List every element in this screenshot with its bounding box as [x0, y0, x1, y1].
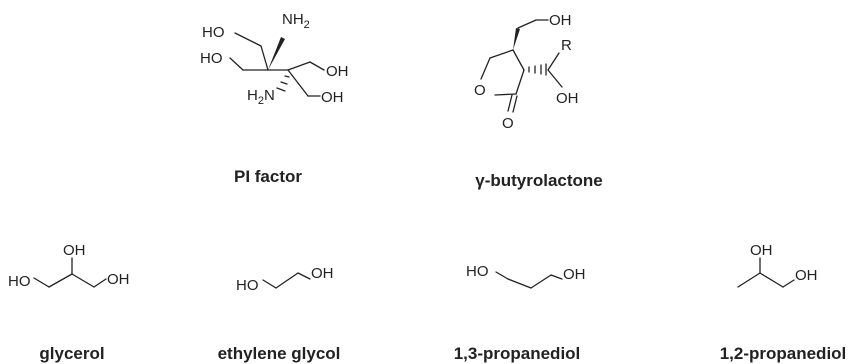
- hashed-bond: [528, 63, 547, 76]
- pi-h2n: H2N: [247, 87, 275, 107]
- butyrolactone-structure: OH R O O OH: [474, 12, 579, 132]
- wedge-bond: [268, 37, 285, 70]
- butyro-oh-top: OH: [549, 12, 572, 29]
- pi-oh-right: OH: [326, 63, 349, 80]
- butyro-carbonyl-o: O: [502, 115, 514, 132]
- hashed-bond: [276, 75, 290, 92]
- glycerol-label: glycerol: [39, 344, 104, 363]
- propanediol-13-label: 1,3-propanediol: [454, 344, 581, 363]
- pi-ho-middle: HO: [200, 50, 223, 67]
- propanediol-12-structure: OH OH: [737, 242, 818, 288]
- pi-nh2-top: NH2: [282, 11, 310, 31]
- propanediol-13-structure: HO OH: [466, 263, 586, 289]
- glycerol-ho: HO: [8, 273, 31, 290]
- ethylene-glycol-ho: HO: [236, 277, 259, 294]
- glycerol-oh-end: OH: [107, 271, 130, 288]
- glycerol-oh-mid: OH: [63, 242, 86, 259]
- wedge-bond: [513, 28, 520, 50]
- pi-oh-bottom: OH: [321, 89, 344, 106]
- pi-factor-label: PI factor: [234, 167, 302, 186]
- propanediol-13-ho: HO: [466, 263, 489, 280]
- butyrolactone-label: γ-butyrolactone: [475, 171, 603, 190]
- ethylene-glycol-oh: OH: [311, 265, 334, 282]
- pi-ho-top: HO: [202, 24, 225, 41]
- propanediol-12-oh-top: OH: [750, 242, 773, 259]
- ethylene-glycol-label: ethylene glycol: [218, 344, 341, 363]
- propanediol-13-oh: OH: [563, 266, 586, 283]
- propanediol-12-oh-end: OH: [795, 267, 818, 284]
- butyro-oh-side: OH: [556, 90, 579, 107]
- butyro-ring-o: O: [474, 82, 486, 99]
- glycerol-structure: HO OH OH: [8, 242, 130, 290]
- butyro-r: R: [561, 37, 572, 54]
- pi-factor-structure: HO NH2 HO OH H2N OH: [200, 11, 349, 107]
- propanediol-12-label: 1,2-propanediol: [720, 344, 847, 363]
- ethylene-glycol-structure: HO OH: [236, 265, 334, 294]
